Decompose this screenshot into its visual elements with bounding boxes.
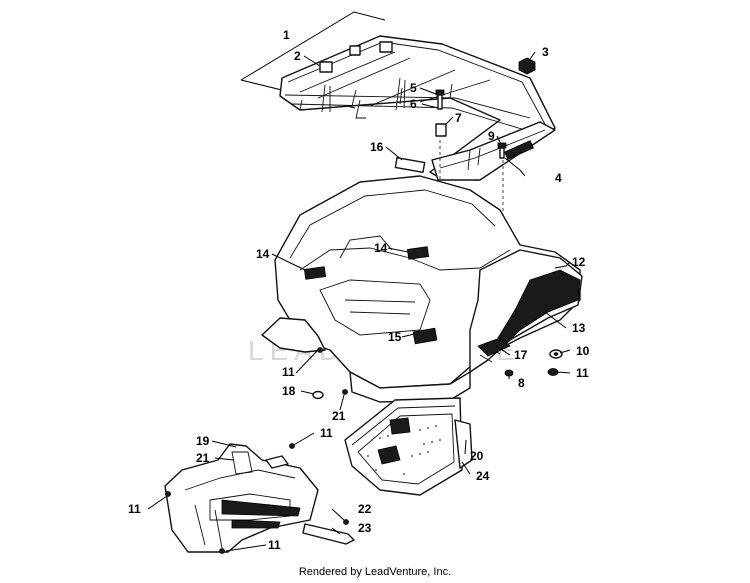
callout-22: 22 xyxy=(358,502,372,516)
callout-1: 1 xyxy=(283,28,290,42)
leader-lines xyxy=(147,51,571,552)
callout-23: 23 xyxy=(358,521,372,535)
callout-6: 6 xyxy=(410,97,417,111)
callout-11-footwell-top: 11 xyxy=(320,426,333,440)
callout-3: 3 xyxy=(542,45,549,59)
callout-2: 2 xyxy=(294,49,301,63)
callout-9: 9 xyxy=(488,129,495,143)
callout-14-center: 14 xyxy=(374,241,388,255)
callout-13: 13 xyxy=(572,321,586,335)
callout-20: 20 xyxy=(470,449,484,463)
rear-fender xyxy=(261,175,583,403)
callout-14-left: 14 xyxy=(256,247,270,261)
callout-19: 19 xyxy=(196,434,210,448)
callout-11-footwell-left: 11 xyxy=(128,502,141,516)
rear-rack xyxy=(240,11,556,181)
callout-18: 18 xyxy=(282,384,296,398)
callout-16: 16 xyxy=(370,140,384,154)
fasteners-right xyxy=(312,347,563,400)
callout-17: 17 xyxy=(514,348,528,362)
callout-15: 15 xyxy=(388,330,402,344)
callout-21-footwell: 21 xyxy=(196,451,210,465)
callout-11-right: 11 xyxy=(576,366,589,380)
credit-text: Rendered by LeadVenture, Inc. xyxy=(298,566,452,578)
callout-4: 4 xyxy=(555,171,562,185)
callout-7: 7 xyxy=(455,111,462,125)
hardware xyxy=(394,57,536,174)
left-footwell xyxy=(164,443,355,554)
storage-box xyxy=(344,397,473,496)
callout-11-footwell-bottom: 11 xyxy=(268,538,281,552)
callout-10: 10 xyxy=(576,344,590,358)
callout-11-fender: 11 xyxy=(282,365,295,379)
callout-24: 24 xyxy=(476,469,490,483)
callout-21-fender: 21 xyxy=(332,409,346,423)
callout-labels: 1 2 3 4 5 6 7 8 9 10 11 11 11 11 11 12 1… xyxy=(128,28,590,552)
callout-8: 8 xyxy=(518,376,525,390)
callout-5: 5 xyxy=(410,81,417,95)
callout-12: 12 xyxy=(572,255,586,269)
